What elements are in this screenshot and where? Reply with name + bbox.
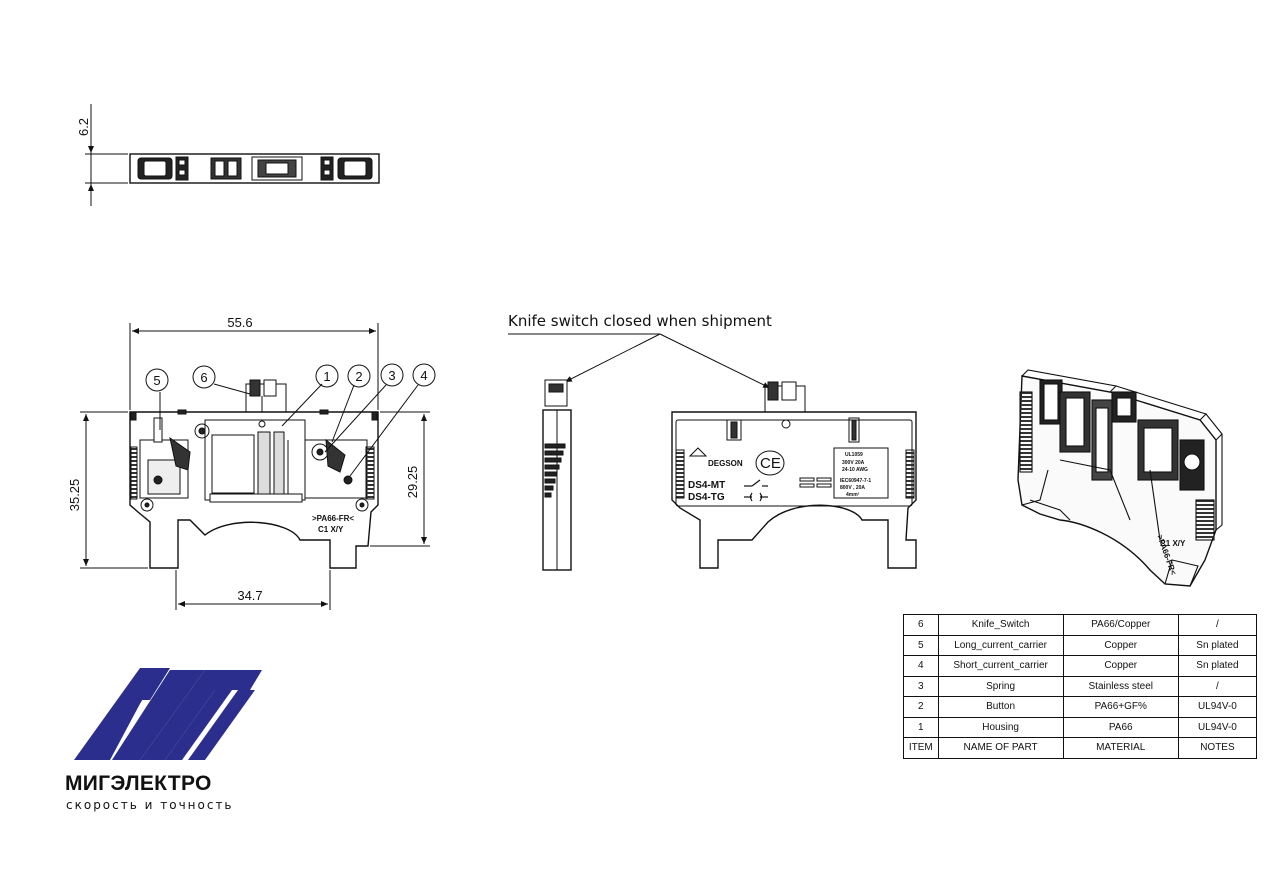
front-view — [671, 381, 917, 569]
dim-rail-width: 34.7 — [237, 588, 262, 603]
bom-cell-material: PA66+GF% — [1062, 696, 1179, 718]
dim-height-total: 35.25 — [67, 479, 82, 512]
bom-header-material: MATERIAL — [1062, 737, 1179, 759]
bom-header-notes: NOTES — [1177, 737, 1258, 759]
bom-cell-notes: Sn plated — [1177, 634, 1258, 656]
company-tagline: скорость и точность — [66, 798, 234, 812]
top-view — [85, 104, 380, 206]
dim-height-rail: 29.25 — [405, 466, 420, 499]
company-name: МИГЭЛЕКТРО — [65, 772, 212, 795]
callout-1: 1 — [323, 369, 330, 384]
bom-cell-material: Copper — [1062, 655, 1179, 677]
callout-5: 5 — [153, 373, 160, 388]
iso-class-mark: C1 X/Y — [1160, 539, 1186, 548]
bom-cell-material: PA66/Copper — [1062, 614, 1179, 636]
bom-cell-item: 2 — [903, 696, 939, 718]
bom-cell-material: PA66 — [1062, 716, 1179, 738]
ul-awg: 24-10 AWG — [842, 467, 868, 473]
bom-cell-item: 1 — [903, 716, 939, 738]
dim-thickness: 6.2 — [76, 118, 91, 136]
bom-header-item: ITEM — [903, 737, 939, 759]
callout-3: 3 — [388, 368, 395, 383]
bom-cell-notes: / — [1177, 614, 1258, 636]
bom-header-name: NAME OF PART — [937, 737, 1064, 759]
bom-cell-notes: Sn plated — [1177, 655, 1258, 677]
front-switch-symbols — [744, 479, 768, 502]
narrow-view — [542, 379, 572, 571]
bom-cell-notes: / — [1177, 675, 1258, 697]
bom-cell-name: Spring — [937, 675, 1064, 697]
housing-material-mark: >PA66-FR< — [312, 514, 354, 523]
iec-rating: 800V , 20A — [840, 485, 865, 491]
bom-cell-material: Copper — [1062, 634, 1179, 656]
company-logo-graphic — [74, 668, 262, 760]
housing-class-mark: C1 X/Y — [318, 525, 344, 534]
side-view — [80, 323, 436, 610]
bom-cell-item: 4 — [903, 655, 939, 677]
model-tg: DS4-TG — [688, 492, 725, 503]
callout-4: 4 — [420, 368, 427, 383]
dim-width: 55.6 — [227, 315, 252, 330]
callout-6: 6 — [200, 370, 207, 385]
iec-section: 4mm² — [846, 492, 860, 498]
bom-cell-material: Stainless steel — [1062, 675, 1179, 697]
bom-cell-name: Long_current_carrier — [937, 634, 1064, 656]
ce-mark: CE — [760, 455, 781, 472]
bom-cell-name: Short_current_carrier — [937, 655, 1064, 677]
bom-cell-name: Knife_Switch — [937, 614, 1064, 636]
iso-view — [1017, 369, 1223, 587]
ul-rating: 300V 20A — [842, 460, 865, 466]
brand-mark: DEGSON — [708, 459, 743, 468]
bom-cell-item: 3 — [903, 675, 939, 697]
model-mt: DS4-MT — [688, 480, 725, 491]
shipment-note-leaders — [508, 333, 771, 389]
shipment-note: Knife switch closed when shipment — [508, 312, 772, 330]
callout-2: 2 — [355, 369, 362, 384]
bom-cell-item: 6 — [903, 614, 939, 636]
bom-cell-name: Housing — [937, 716, 1064, 738]
bom-cell-notes: UL94V-0 — [1177, 716, 1258, 738]
iec-mark: IEC60947-7-1 — [840, 478, 871, 484]
bom-cell-name: Button — [937, 696, 1064, 718]
bom-cell-notes: UL94V-0 — [1177, 696, 1258, 718]
front-label: DEGSON CE DS4-MT DS4-TG UL1059 300V 20A … — [688, 452, 871, 503]
ul-mark: UL1059 — [845, 452, 863, 458]
bom-cell-item: 5 — [903, 634, 939, 656]
